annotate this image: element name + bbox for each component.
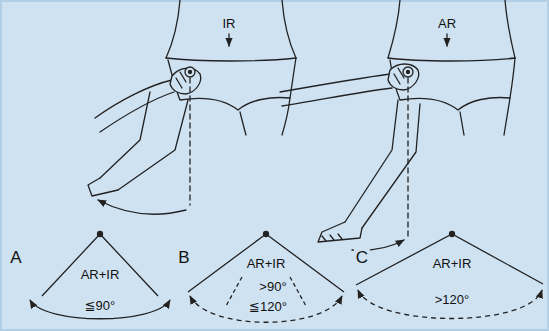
angle-value: ≦120° [247,300,289,314]
rotation-label: IR [221,17,238,31]
rotation-label: AR [436,17,458,31]
panel-letter: B [176,249,191,268]
angle-value: >120° [433,293,471,307]
angle-value: ≦90° [83,299,118,313]
range-arc-b [188,232,344,323]
panel-letter: A [8,249,23,268]
arc-label: AR+IR [431,257,474,271]
angle-value: >90° [257,280,288,294]
panel-letter: C [354,249,370,268]
range-arc-a [30,232,170,319]
arc-label: AR+IR [245,257,288,271]
range-arc-c [356,232,543,319]
external-rotation-figure [280,0,515,250]
internal-rotation-figure [88,0,296,214]
arc-label: AR+IR [79,268,122,282]
